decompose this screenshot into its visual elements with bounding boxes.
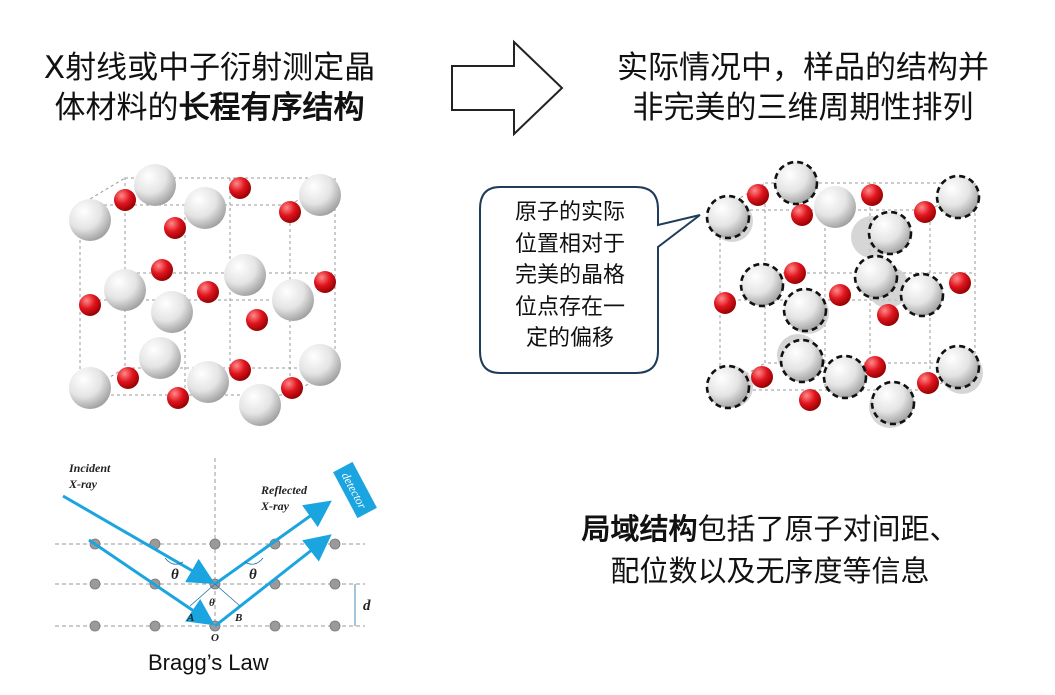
callout-text: 原子的实际 位置相对于 完美的晶格 位点存在一 定的偏移 <box>495 197 645 355</box>
headline-left-plain: 体材料的 <box>54 90 179 126</box>
headline-left-bold: 长程有序结构 <box>178 90 365 126</box>
headline-right-line2: 非完美的三维周期性排列 <box>632 90 974 126</box>
local-structure-rest: 包括了原子对间距、 <box>697 512 959 546</box>
point-o-label: O <box>211 632 219 644</box>
callout-line-3: 完美的晶格 <box>514 263 625 288</box>
incident-label-2: X-ray <box>68 477 98 491</box>
point-a-label: A <box>186 612 194 624</box>
right-arrow-icon <box>451 39 564 137</box>
callout-line-2: 位置相对于 <box>514 231 625 257</box>
reflected-label-2: X-ray <box>260 499 290 513</box>
local-structure-line1: 局域结构包括了原子对间距、 <box>535 508 1005 550</box>
local-structure-text: 局域结构包括了原子对间距、 配位数以及无序度等信息 <box>535 508 1005 592</box>
theta-center-label: θ <box>209 597 215 609</box>
bragg-caption: Bragg’s Law <box>148 650 269 675</box>
callout-line-4: 位点存在一 <box>514 294 625 320</box>
detector-box: detector <box>333 461 377 519</box>
incident-label-1: Incident <box>68 461 111 475</box>
headline-left: X射线或中子衍射测定晶 体材料的长程有序结构 <box>22 48 397 128</box>
headline-left-line1: X射线或中子衍射测定晶 <box>43 50 376 86</box>
spacing-d-label: d <box>363 598 371 614</box>
local-structure-bold: 局域结构 <box>581 512 698 546</box>
point-b-label: B <box>234 612 242 624</box>
displaced-white-atoms <box>705 160 981 426</box>
headline-right: 实际情况中，样品的结构并 非完美的三维周期性排列 <box>598 48 1008 128</box>
callout-line-5: 定的偏移 <box>525 326 614 351</box>
bragg-diffraction-diagram: detector Incident X-ray Reflected X-ray … <box>55 458 377 644</box>
headline-right-line1: 实际情况中，样品的结构并 <box>617 50 989 86</box>
perfect-crystal-lattice <box>69 164 341 426</box>
atoms <box>69 164 341 426</box>
displaced-atoms <box>714 172 971 411</box>
theta-left-label: θ <box>171 567 179 583</box>
x-ray-beams <box>62 494 332 628</box>
headline-left-line2: 体材料的长程有序结构 <box>22 88 397 128</box>
distorted-crystal-lattice <box>705 160 983 428</box>
reflected-label-1: Reflected <box>260 483 308 497</box>
theta-right-label: θ <box>249 567 257 583</box>
callout-line-1: 原子的实际 <box>514 200 625 225</box>
local-structure-line2: 配位数以及无序度等信息 <box>610 554 930 588</box>
callout-bubble <box>479 186 701 374</box>
